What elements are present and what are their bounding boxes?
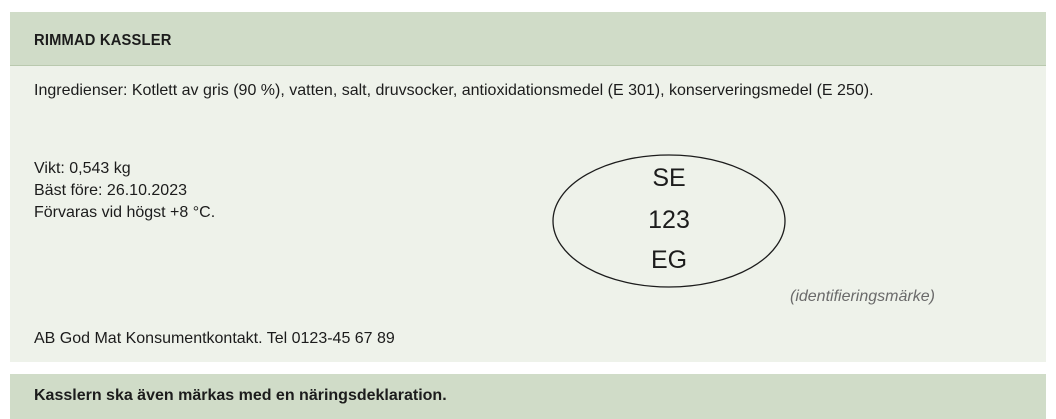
note-text: Kasslern ska även märkas med en näringsd…	[34, 387, 447, 404]
consumer-contact: AB God Mat Konsumentkontakt. Tel 0123-45…	[34, 330, 395, 347]
product-info: Vikt: 0,543 kg Bäst före: 26.10.2023 För…	[34, 158, 215, 224]
product-title: RIMMAD KASSLER	[34, 32, 172, 49]
product-label: RIMMAD KASSLER Ingredienser: Kotlett av …	[10, 12, 1046, 362]
id-mark-eg: EG	[650, 246, 688, 274]
weight-text: Vikt: 0,543 kg	[34, 160, 131, 177]
ingredients-text: Ingredienser: Kotlett av gris (90 %), va…	[34, 82, 874, 99]
id-mark-caption: (identifieringsmärke)	[790, 288, 935, 305]
label-header: RIMMAD KASSLER	[10, 12, 1046, 66]
id-mark-number: 123	[648, 206, 690, 234]
note-bar: Kasslern ska även märkas med en näringsd…	[10, 374, 1046, 419]
id-mark-country: SE	[652, 164, 686, 192]
identification-mark-oval	[552, 154, 786, 288]
best-before-text: Bäst före: 26.10.2023	[34, 182, 187, 199]
storage-text: Förvaras vid högst +8 °C.	[34, 204, 216, 221]
